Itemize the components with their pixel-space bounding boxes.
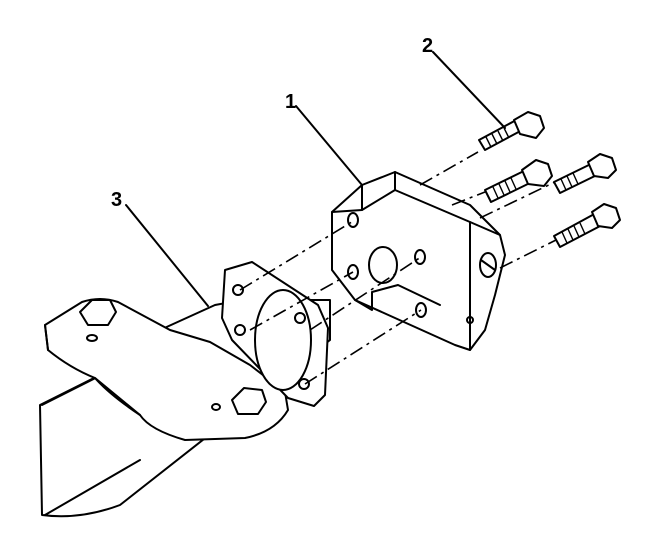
housing <box>331 171 506 351</box>
callout-2-label: 2 <box>422 35 433 57</box>
callout-1-label: 1 <box>285 91 296 113</box>
callout-3-label: 3 <box>111 189 122 211</box>
bolt-1 <box>478 111 545 151</box>
gasket-flange <box>221 261 329 407</box>
bolt-3 <box>553 153 617 194</box>
bolt-4 <box>553 203 621 248</box>
leader-lines <box>125 51 506 307</box>
alignment-lines <box>239 151 561 385</box>
bolt-2 <box>484 159 553 203</box>
